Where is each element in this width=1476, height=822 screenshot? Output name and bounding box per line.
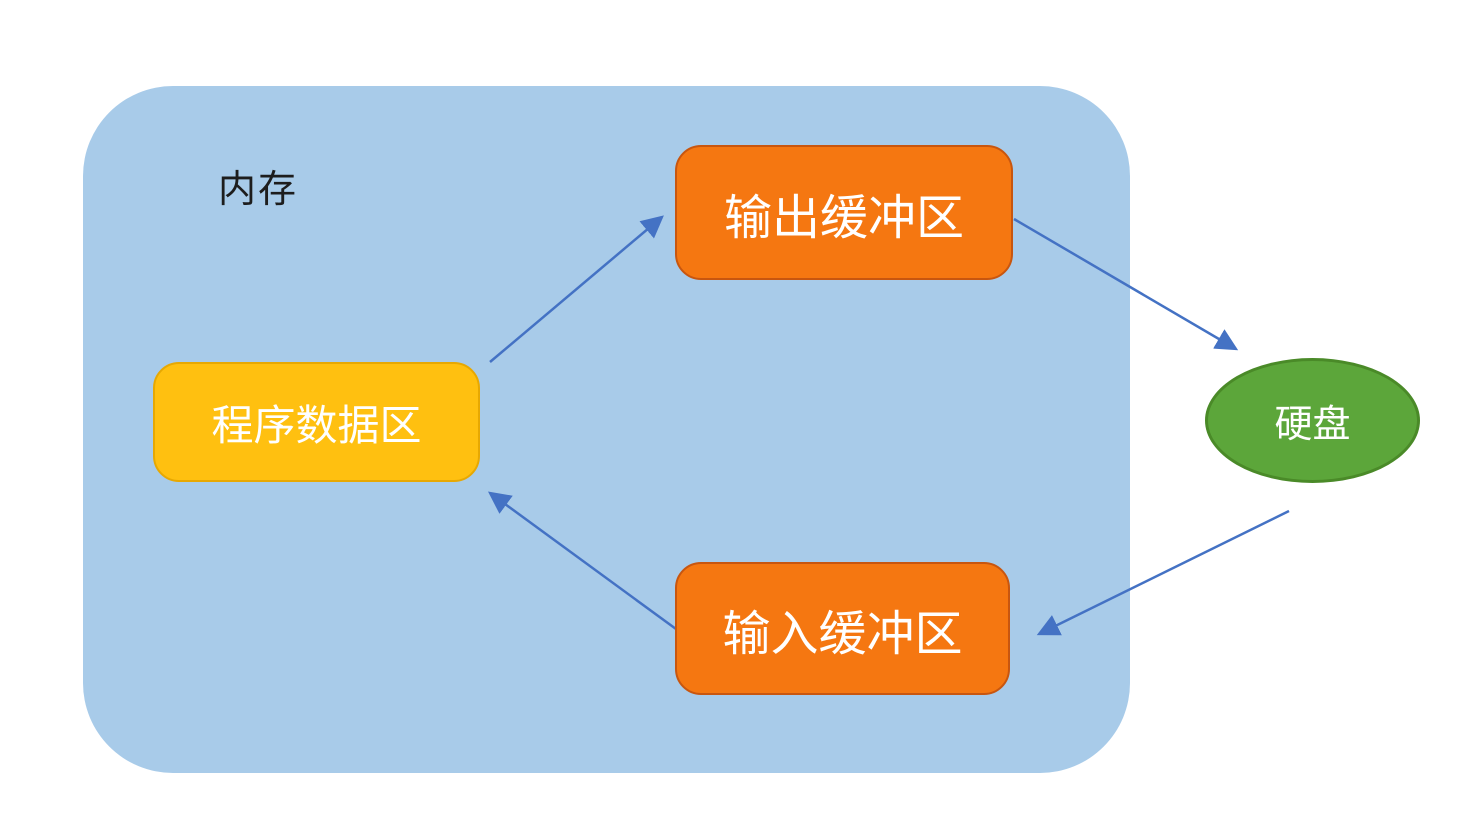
node-program-data-area: 程序数据区	[153, 362, 480, 482]
node-hard-disk-label: 硬盘	[1274, 404, 1351, 446]
memory-region-label: 内存	[218, 169, 299, 211]
node-hard-disk: 硬盘	[1205, 358, 1420, 483]
node-output-buffer: 输出缓冲区	[675, 145, 1013, 280]
node-input-buffer-label: 输入缓冲区	[722, 607, 963, 661]
node-program-data-area-label: 程序数据区	[211, 401, 422, 449]
node-input-buffer: 输入缓冲区	[675, 562, 1010, 695]
node-output-buffer-label: 输出缓冲区	[723, 191, 964, 245]
